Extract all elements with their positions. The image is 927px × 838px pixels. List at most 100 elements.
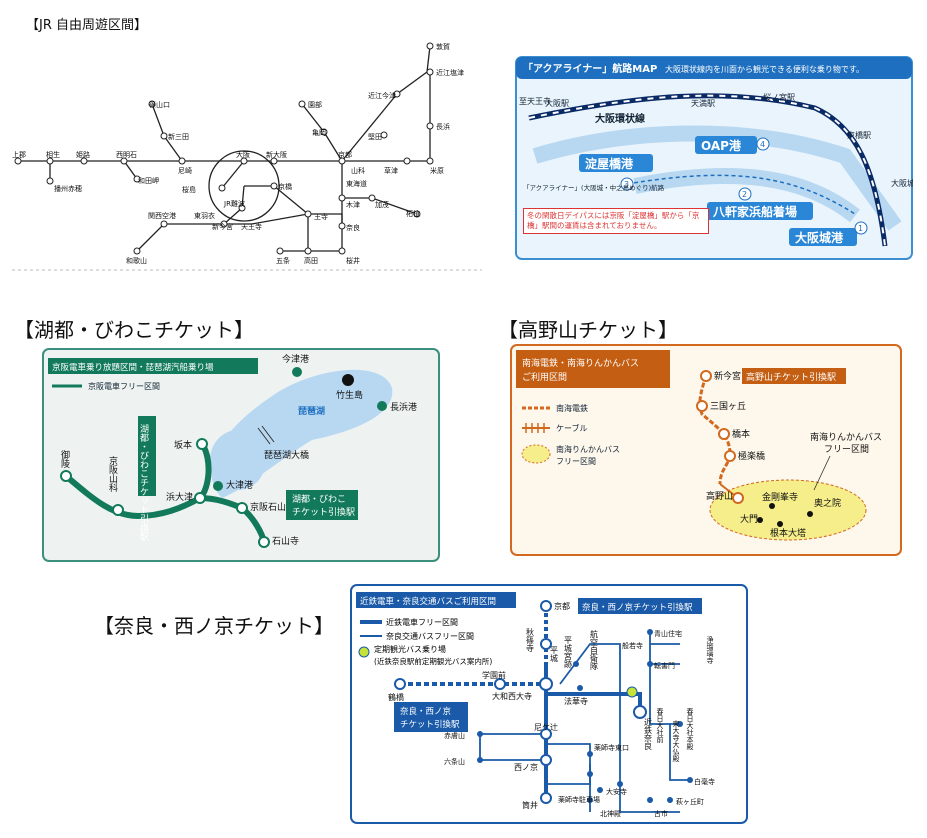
- aqualiner-map: 「アクアライナー」航路MAP 大阪環状線内を川面から観光できる便利な乗り物です。…: [515, 56, 913, 260]
- jr-kusatsu: 草津: [384, 166, 398, 175]
- aqualiner-n1: 1: [858, 224, 863, 233]
- biwako-ticket-box-1: 湖都・びわこ: [292, 494, 346, 505]
- jr-shinsanda: 新三田: [168, 132, 189, 141]
- jr-kizu: 木津: [346, 200, 360, 209]
- nara-map: 近鉄電車・奈良交通バスご利用区間 奈良・西ノ京チケット引換駅 近鉄電車フリー区間…: [350, 584, 748, 824]
- koya-banner-1: 南海電鉄・南海りんかんバス: [522, 357, 639, 369]
- aqualiner-yodoyabashi: 淀屋橋港: [585, 156, 634, 171]
- koya-konpondaito: 根本大塔: [770, 527, 806, 539]
- jr-shinimamiya: 新今宮: [212, 222, 233, 231]
- nara-heading: 【奈良・西ノ京チケット】: [94, 614, 334, 638]
- jr-amagasaki: 尼崎: [178, 166, 192, 175]
- jr-wakayama: 和歌山: [126, 256, 147, 265]
- koya-okunoin: 奥之院: [814, 497, 841, 509]
- koya-koyasan: 高野山: [706, 490, 733, 502]
- jr-omiimazu: 近江今津: [368, 91, 396, 100]
- aqualiner-subtitle: 大阪環状線内を川面から観光できる便利な乗り物です。: [665, 64, 864, 74]
- aqualiner-n3: 3: [624, 180, 629, 189]
- nara-rokujoyama: 六条山: [444, 757, 465, 766]
- nara-aoyamajutaku: 青山住宅: [654, 629, 682, 638]
- nara-ticket-label: 奈良・西ノ京チケット引換駅: [582, 602, 693, 613]
- aqualiner-osakajokoen: 大阪城公園駅: [891, 178, 913, 188]
- jr-kyobashi: 京橋: [278, 182, 292, 191]
- jr-ouji: 王寺: [314, 213, 328, 221]
- jr-nishiakashi: 西明石: [116, 151, 137, 159]
- jr-kameoka: 亀岡: [312, 128, 326, 137]
- koya-legend-bus-1: 南海りんかんバス: [556, 444, 620, 454]
- jr-kamigori: 上郡: [12, 150, 26, 159]
- koya-map: 南海電鉄・南海りんかんバス ご利用区間 南海電鉄 ケーブル 南海りんかんバス フ…: [510, 344, 902, 556]
- jr-nara: 奈良: [346, 223, 360, 232]
- nara-kyoto: 京都: [554, 601, 570, 611]
- koya-legend-bus-2: フリー区間: [556, 457, 596, 466]
- biwako-imazuko: 今津港: [282, 353, 309, 365]
- jr-gojo: 五条: [276, 256, 290, 265]
- aqualiner-to-tennoji: 至天王寺: [519, 97, 551, 106]
- jr-sakurajima: 桜島: [182, 185, 196, 194]
- jr-takada: 高田: [304, 256, 318, 265]
- koya-bus-note-1: 南海りんかんバス: [810, 431, 882, 443]
- nara-yakushiji-higashiguchi: 薬師寺東口: [594, 743, 629, 752]
- jr-jrnanba: JR難波: [223, 199, 245, 208]
- koya-ticket-label: 高野山チケット引換駅: [746, 371, 836, 383]
- nara-nishinokyo: 西ノ京: [514, 762, 538, 772]
- nara-legend-tour-2: (近鉄奈良駅前定期観光バス案内所): [374, 656, 492, 666]
- jr-kansaiairport: 関西空港: [148, 211, 176, 220]
- nara-hokkeji: 法華寺: [564, 696, 588, 706]
- aqualiner-oap: OAP港: [701, 138, 742, 153]
- aqualiner-temma: 天満駅: [691, 99, 715, 108]
- koya-banner-2: ご利用区間: [522, 371, 567, 383]
- biwako-otsuko: 大津港: [226, 479, 253, 491]
- biwako-sakamoto: 坂本: [174, 439, 192, 451]
- koya-legend-cable: ケーブル: [556, 423, 588, 433]
- jr-nagahama: 長浜: [436, 122, 450, 131]
- nara-tsutsui: 筒井: [522, 800, 538, 810]
- jr-sonobe: 園部: [308, 100, 322, 109]
- nara-yagyu: 萩ヶ丘町: [676, 797, 704, 806]
- biwako-lake: 琵琶湖: [298, 405, 325, 417]
- koya-gokurakubashi: 極楽橋: [738, 450, 765, 462]
- koya-mikunigaoka: 三国ヶ丘: [710, 401, 746, 412]
- biwako-nagahamako: 長浜港: [390, 401, 417, 413]
- nara-kokuekinenkan: 航空自衛隊: [590, 629, 599, 671]
- aqualiner-osakajo: 大阪城港: [795, 230, 844, 245]
- nara-akahadayama: 赤膚山: [444, 731, 465, 740]
- jr-maibara: 米原: [430, 166, 444, 175]
- nara-heijokyuseki: 平城宮跡: [564, 636, 573, 669]
- biwako-keihanyamashina: 京阪山科: [107, 455, 118, 493]
- nara-ticket-box-1: 奈良・西ノ京: [400, 706, 451, 717]
- jr-higashikiotsu: 東海道: [346, 179, 367, 188]
- nara-legend-kintetsu: 近鉄電車フリー区間: [386, 617, 458, 627]
- aqualiner-loop-line: 大阪環状線: [595, 112, 645, 125]
- nara-banner: 近鉄電車・奈良交通バスご利用区間: [360, 596, 496, 607]
- nara-kasugataisha-honden: 春日大社本殿: [686, 707, 694, 751]
- jr-sakurai: 桜井: [346, 256, 360, 265]
- aqualiner-winter-note: 冬の閑散日デイパスには京阪「淀屋橋」駅から「京橋」駅間の運賃は含まれておりません…: [523, 208, 709, 234]
- jr-osaka: 大阪: [236, 150, 250, 159]
- jr-sasayamaguchi: 篠山口: [149, 100, 170, 109]
- aqualiner-sakuranomiya: 桜ノ宮駅: [763, 92, 795, 102]
- nara-kintetsunara: 近鉄奈良: [644, 717, 653, 751]
- biwako-ticket-vertical: 湖都・びわこチケット引換駅: [138, 424, 149, 542]
- koya-kongobuji: 金剛峯寺: [762, 491, 798, 503]
- koya-shinimamiya: 新今宮: [714, 370, 741, 382]
- jr-tsuruga: 敦賀: [436, 42, 450, 51]
- biwako-legend: 京阪電車フリー区間: [88, 381, 160, 391]
- nara-heijo: 平城: [550, 646, 559, 663]
- nara-kasugataisha: 春日大社前: [656, 707, 664, 744]
- nara-hannyaji: 般若寺: [622, 641, 643, 650]
- jr-yamashina: 山科: [351, 166, 365, 175]
- koya-legend-rail: 南海電鉄: [556, 403, 588, 413]
- nara-amagatsuji: 尼ケ辻: [534, 722, 558, 732]
- biwako-hamaotsu: 浜大津: [166, 491, 193, 503]
- nara-legend-tour-1: 定期観光バス乗り場: [374, 644, 446, 654]
- aqualiner-route-note: 「アクアライナー」(大阪城・中之島めぐり)航路: [523, 183, 665, 192]
- biwako-bridge: 琵琶湖大橋: [264, 449, 309, 461]
- biwako-keihanishiyama: 京阪石山: [250, 501, 286, 513]
- nara-tsurumi: 鶴橋: [388, 692, 404, 702]
- nara-kitashinden: 北神殿: [600, 809, 621, 818]
- koya-daimon: 大門: [740, 513, 758, 525]
- biwako-banner: 京阪電車乗り放題区間・琵琶湖汽船乗り場: [52, 362, 214, 373]
- koya-hashimoto: 橋本: [732, 428, 750, 440]
- nara-ticket-box-2: チケット引換駅: [400, 719, 460, 730]
